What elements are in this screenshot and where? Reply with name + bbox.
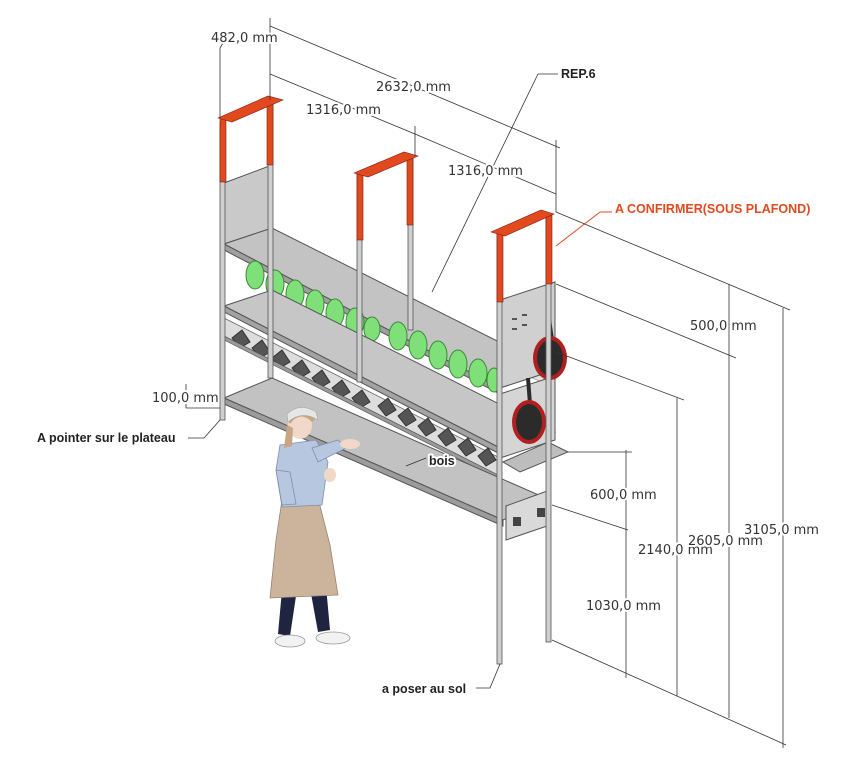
socket-icon	[537, 508, 545, 517]
half-width-right-label: 1316,0 mm	[448, 164, 523, 179]
socket-icon	[513, 517, 521, 526]
bois-label: bois	[429, 454, 455, 468]
plateau-label: A pointer sur le plateau	[37, 431, 175, 445]
total-height-label: 3105,0 mm	[744, 523, 819, 538]
confirm-label: A CONFIRMER(SOUS PLAFOND)	[615, 202, 810, 216]
upper-bay-height-label: 500,0 mm	[690, 319, 757, 334]
knife-rack	[223, 317, 501, 481]
ceiling-brackets	[217, 95, 555, 303]
top-clearance-label: 600,0 mm	[590, 488, 657, 503]
sol-label: a poser au sol	[382, 682, 466, 696]
board-offset-label: 100,0 mm	[152, 391, 219, 406]
shelving-structure	[217, 95, 570, 665]
rep-label: REP.6	[561, 67, 596, 81]
shelf-height-label: 2140,0 mm	[638, 543, 713, 558]
frame-height-label: 2605,0 mm	[688, 534, 763, 549]
dimension-lines	[185, 18, 791, 748]
depth-top-label: 482,0 mm	[211, 31, 278, 46]
half-width-left-label: 1316,0 mm	[306, 103, 381, 118]
total-width-label: 2632,0 mm	[376, 80, 451, 95]
green-trays-right	[388, 321, 502, 393]
panel-holes	[512, 314, 527, 330]
frying-pan-icon	[512, 377, 546, 444]
board-height-label: 1030,0 mm	[586, 599, 661, 614]
annotation-labels: REP.6 A CONFIRMER(SOUS PLAFOND) A pointe…	[35, 65, 812, 698]
person-figure	[269, 407, 360, 648]
dimension-labels: 482,0 mm 2632,0 mm 1316,0 mm 1316,0 mm 5…	[150, 29, 821, 616]
